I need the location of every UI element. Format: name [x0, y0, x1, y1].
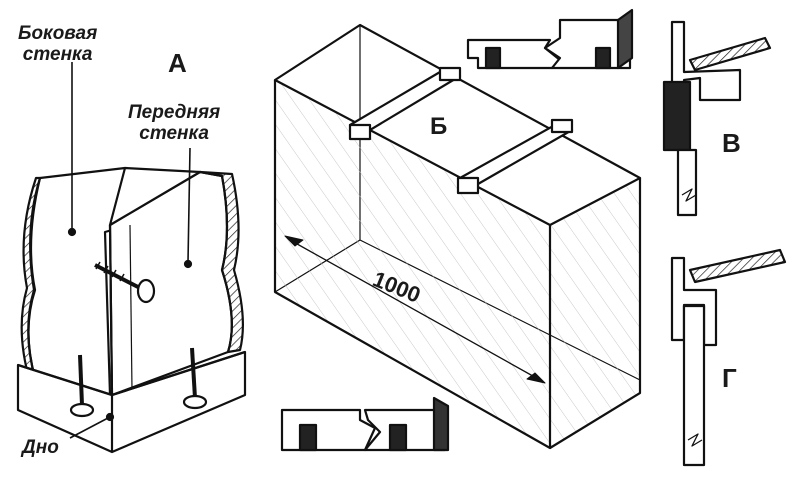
- letter-g: Г: [722, 363, 737, 393]
- detail-v: [662, 20, 772, 217]
- front-wall-label-line-2: стенка: [139, 123, 209, 144]
- side-wall-label: Боковая стенка: [18, 24, 97, 64]
- bottom-label: Дно: [22, 437, 59, 458]
- letter-a: А: [168, 48, 187, 78]
- side-wall-label-line-2: стенка: [22, 44, 93, 65]
- top-clip-2: [456, 118, 574, 195]
- profile-bottom: [280, 396, 450, 452]
- figure-b-glass-tank: [273, 23, 642, 450]
- letter-b: Б: [430, 113, 448, 140]
- top-clip-1: [348, 66, 462, 141]
- screw-left: [69, 354, 95, 418]
- front-wall-label-line-1: Передняя: [128, 102, 221, 123]
- screw-horizontal: [94, 261, 156, 304]
- profile-top: [466, 8, 634, 70]
- letter-v: В: [722, 128, 741, 158]
- screw-right: [182, 347, 208, 410]
- side-wall-label-line-1: Боковая: [18, 23, 98, 44]
- detail-g: [670, 248, 787, 467]
- front-wall-label: Передняя стенка: [128, 103, 220, 143]
- figure-a-corner-joint: [16, 62, 247, 454]
